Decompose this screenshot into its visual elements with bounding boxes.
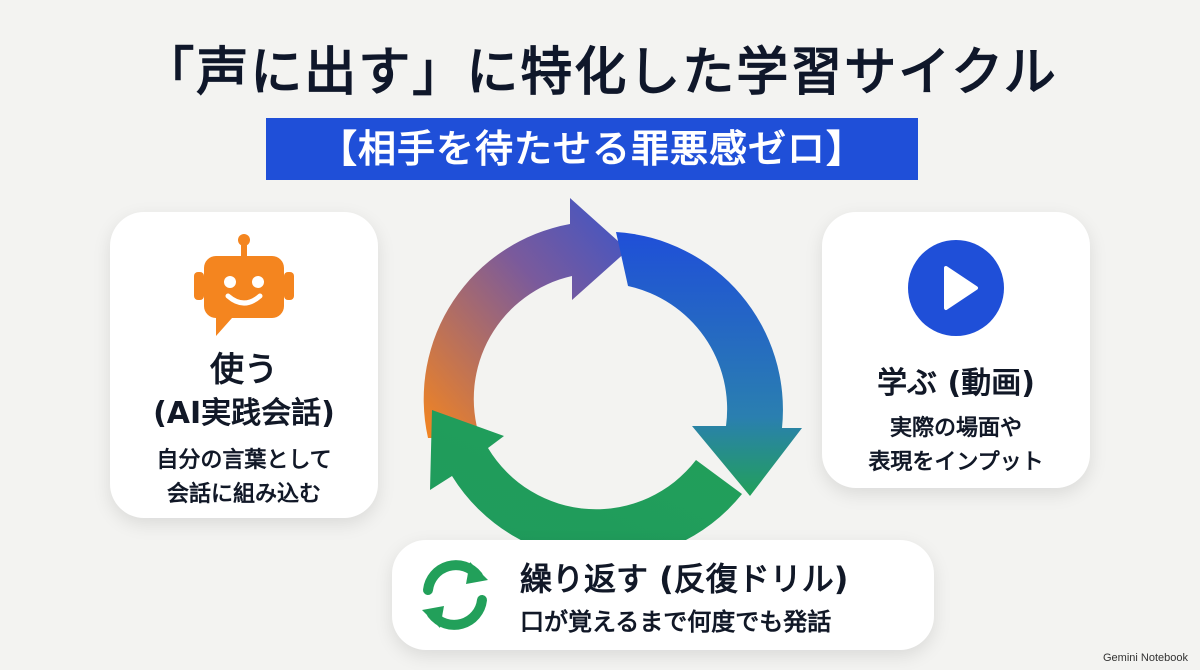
page-title: 「声に出す」に特化した学習サイクル [142,43,1058,103]
card-use-text-line1: 自分の言葉として [156,448,332,473]
robot-chat-icon [194,234,294,336]
card-learn-heading: 学ぶ (動画) [877,366,1035,401]
card-repeat-heading: 繰り返す (反復ドリル) [520,560,849,598]
subtitle-banner: 【相手を待たせる罪悪感ゼロ】 [266,118,918,180]
card-use: 使う (AI実践会話) 自分の言葉として 会話に組み込む [110,212,378,518]
watermark: Gemini Notebook [1103,652,1188,664]
arrow-repeat-to-use [430,410,742,561]
card-use-text-line2: 会話に組み込む [166,482,321,507]
play-icon [908,240,1004,336]
card-repeat-text: 口が覚えるまで何度でも発話 [520,608,832,636]
card-use-heading: 使う [210,350,278,390]
arrow-learn-to-repeat [616,232,802,496]
arrow-use-to-learn [423,198,628,438]
card-learn-text-line1: 実際の場面や [889,416,1022,441]
card-use-subheading: (AI実践会話) [153,396,335,431]
cycle-arrows [423,198,802,561]
refresh-icon [422,560,488,630]
card-learn-text-line2: 表現をインプット [868,450,1044,475]
card-learn: 学ぶ (動画) 実際の場面や 表現をインプット [822,212,1090,488]
card-repeat: 繰り返す (反復ドリル) 口が覚えるまで何度でも発話 [392,540,934,650]
